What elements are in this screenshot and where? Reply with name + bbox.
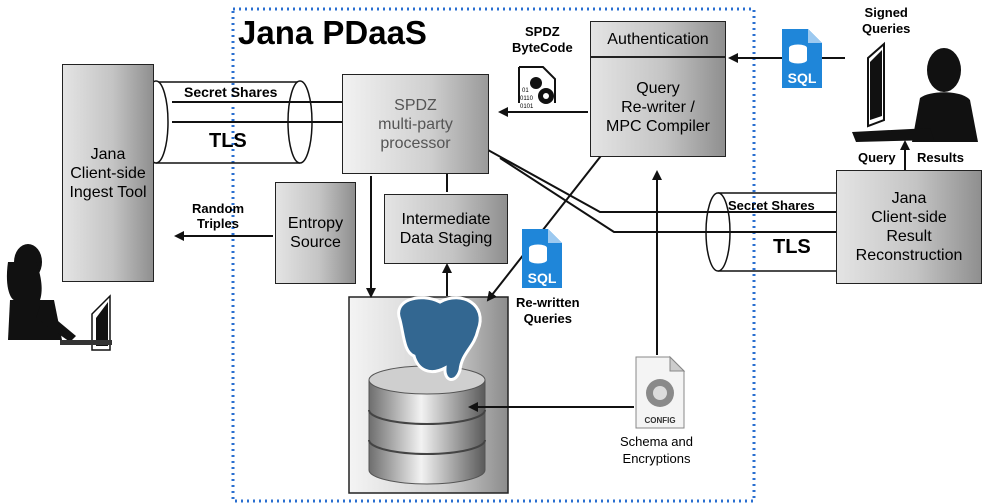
ingest-tool-box: Jana Client-side Ingest Tool	[62, 64, 154, 282]
label-random-triples: Random Triples	[192, 201, 244, 231]
diagram-title: Jana PDaaS	[238, 14, 427, 51]
entropy-source-box: Entropy Source	[275, 182, 356, 284]
database-icon	[368, 365, 486, 485]
bytecode-bits-3: 0101	[520, 104, 534, 110]
label-results: Results	[917, 150, 964, 165]
label-spdz-bytecode: SPDZ ByteCode	[512, 24, 573, 55]
label-query: Query	[858, 150, 896, 165]
query-rewriter-box: Query Re-writer / MPC Compiler	[590, 57, 726, 157]
sql-file-icon: SQL	[522, 229, 562, 288]
pdaas-boundary	[231, 7, 756, 503]
arrow-rewriter-to-db	[486, 151, 605, 302]
label-secret-shares-right: Secret Shares	[728, 198, 815, 213]
label-secret-shares-left: Secret Shares	[184, 84, 278, 100]
sql-file-icon: SQL	[782, 29, 822, 88]
label-rewritten-queries: Re-written Queries	[516, 295, 580, 326]
arrow-shares-out	[487, 149, 850, 217]
arrow-tls-out	[499, 157, 864, 237]
spdz-processor-box: SPDZ multi-party processor	[342, 74, 489, 174]
authentication-box: Authentication	[590, 21, 726, 57]
label-signed-queries: Signed Queries	[862, 5, 911, 36]
user-silhouette-icon	[6, 244, 112, 351]
config-icon-label: CONFIG	[644, 416, 675, 425]
sql-icon-label-1: SQL	[788, 70, 817, 86]
user-silhouette-icon	[852, 41, 978, 142]
label-tls-right: TLS	[773, 236, 811, 258]
config-file-icon: CONFIG	[635, 355, 686, 429]
sql-icon-label-2: SQL	[528, 270, 557, 286]
bytecode-gears-icon: 01 0110 0101	[518, 66, 556, 110]
label-schema-encryptions: Schema and Encryptions	[620, 434, 693, 466]
result-reconstruction-box: Jana Client-side Result Reconstruction	[836, 170, 982, 284]
intermediate-staging-box: Intermediate Data Staging	[384, 194, 508, 264]
bytecode-bits-1: 01	[522, 88, 529, 94]
postgres-elephant-icon	[397, 296, 482, 381]
bytecode-bits-2: 0110	[520, 96, 534, 102]
label-tls-left: TLS	[209, 130, 247, 152]
